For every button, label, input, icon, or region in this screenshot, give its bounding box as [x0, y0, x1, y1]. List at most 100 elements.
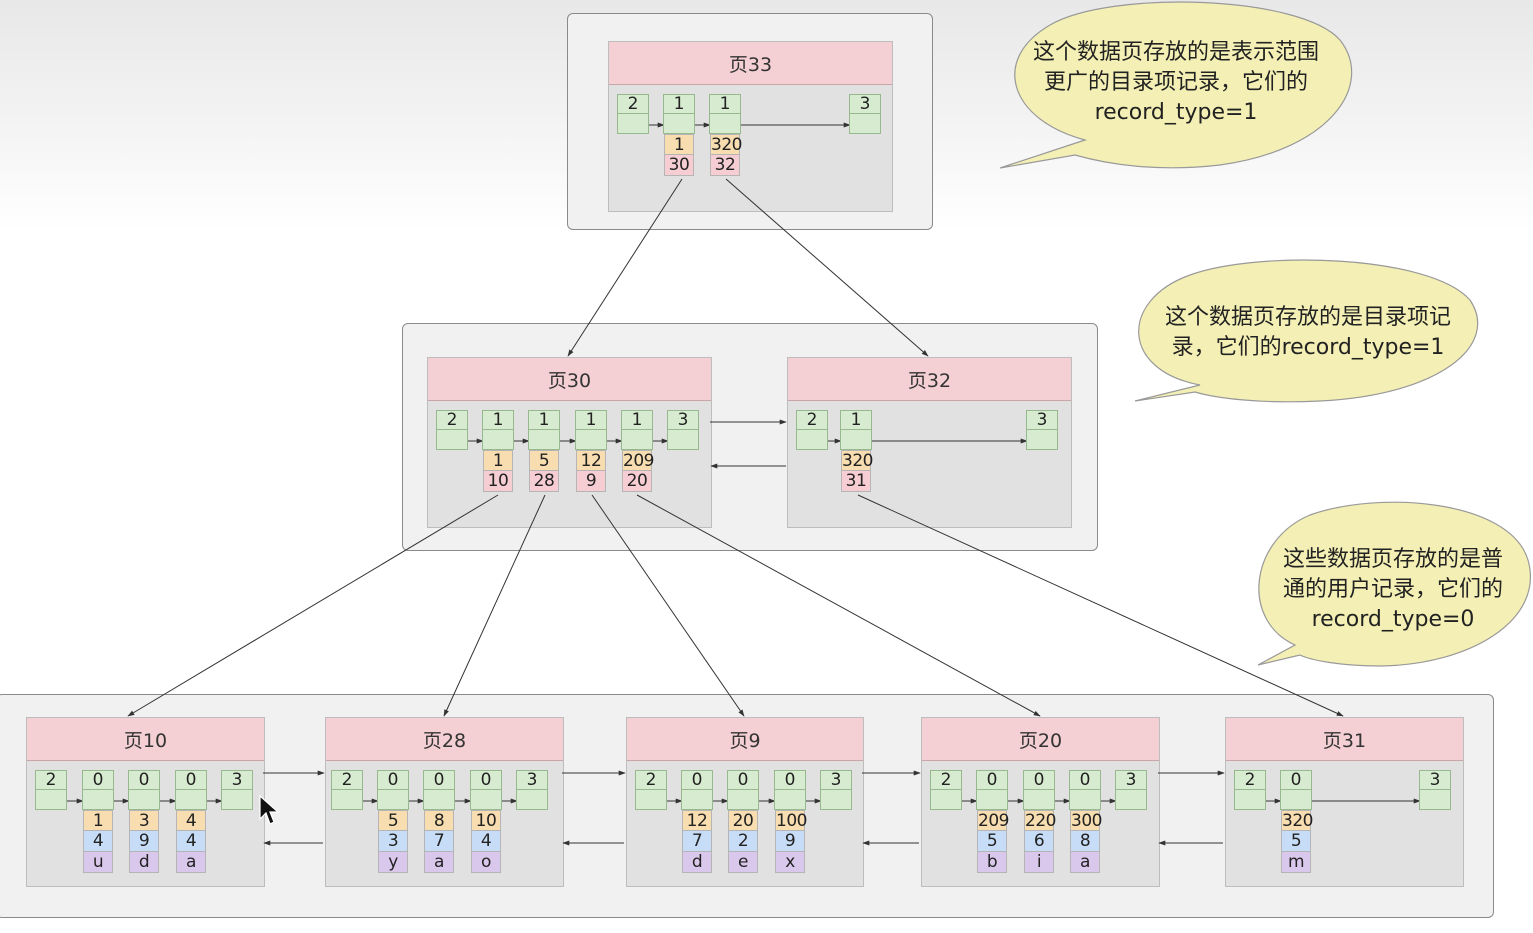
record-type: 2 — [1234, 770, 1266, 790]
callout-line: record_type=0 — [1311, 607, 1475, 632]
column-cell: 5 — [1281, 831, 1311, 852]
callout-text-mid: 这个数据页存放的是目录项记 录，它们的record_type=1 — [1138, 303, 1478, 363]
callout-bubble-bot — [1257, 501, 1531, 667]
next-record-pointer — [470, 790, 502, 810]
next-record-pointer — [1069, 790, 1101, 810]
next-record-pointer — [709, 114, 741, 134]
record-2: 2 — [436, 410, 468, 450]
next-record-pointer — [1026, 430, 1058, 450]
next-record-pointer — [423, 790, 455, 810]
primary-key-cell: 300 — [1070, 810, 1102, 831]
page-title: 页33 — [609, 42, 892, 85]
record-type: 3 — [849, 94, 881, 114]
column-cell: 9 — [129, 831, 159, 852]
callout-text-bot: 这些数据页存放的是普 通的用户记录，它们的 record_type=0 — [1263, 545, 1523, 635]
next-record-pointer — [1234, 790, 1266, 810]
record-type: 0 — [82, 770, 114, 790]
next-record-pointer — [663, 114, 695, 134]
primary-key-cell: 8 — [424, 810, 454, 831]
record-type: 1 — [482, 410, 514, 430]
callout-line: 更广的目录项记录，它们的 — [1043, 70, 1308, 95]
record-2: 2 — [331, 770, 363, 810]
record-type: 3 — [667, 410, 699, 430]
page-title: 页28 — [326, 718, 563, 761]
page-title: 页30 — [428, 358, 711, 401]
record-type: 3 — [1115, 770, 1147, 790]
record-2: 2 — [35, 770, 67, 810]
next-record-pointer — [727, 790, 759, 810]
primary-key-cell: 12 — [682, 810, 712, 831]
next-record-pointer — [1280, 790, 1312, 810]
next-record-pointer — [516, 790, 548, 810]
record-type: 0 — [175, 770, 207, 790]
callout-line: 通的用户记录，它们的 — [1282, 577, 1503, 602]
column-cell: 7 — [682, 831, 712, 852]
child-page-arrow — [857, 494, 1344, 717]
column-cell: 8 — [1070, 831, 1100, 852]
record-3: 3 — [849, 94, 881, 134]
next-record-pointer — [820, 790, 852, 810]
column-cell: a — [176, 852, 206, 873]
record-type: 1 — [621, 410, 653, 430]
next-record-pointer — [849, 114, 881, 134]
callout-line: 这个数据页存放的是表示范围 — [1032, 40, 1319, 65]
page-number-cell: 10 — [483, 471, 513, 492]
column-cell: d — [682, 852, 712, 873]
record-3: 3 — [667, 410, 699, 450]
primary-key-cell: 3 — [129, 810, 159, 831]
next-record-pointer — [1023, 790, 1055, 810]
page-title: 页31 — [1226, 718, 1463, 761]
record-type: 3 — [1419, 770, 1451, 790]
page-title: 页20 — [922, 718, 1159, 761]
child-page-arrow — [725, 178, 929, 357]
next-record-pointer — [482, 430, 514, 450]
next-record-pointer — [667, 430, 699, 450]
record-type: 0 — [681, 770, 713, 790]
record-type: 2 — [436, 410, 468, 430]
page-number-cell: 9 — [576, 471, 606, 492]
record-type: 2 — [331, 770, 363, 790]
primary-key-cell: 10 — [471, 810, 501, 831]
column-cell: 4 — [83, 831, 113, 852]
column-cell: d — [129, 852, 159, 873]
callout-line: record_type=1 — [1094, 100, 1258, 125]
record-type: 0 — [128, 770, 160, 790]
record-3: 3 — [1026, 410, 1058, 450]
next-record-pointer — [575, 430, 607, 450]
min-key-cell: 320 — [841, 450, 873, 471]
column-cell: 3 — [378, 831, 408, 852]
min-key-cell: 12 — [576, 450, 606, 471]
record-3: 3 — [516, 770, 548, 810]
column-cell: m — [1281, 852, 1311, 873]
record-type: 1 — [575, 410, 607, 430]
page-title: 页9 — [627, 718, 863, 761]
min-key-cell: 1 — [483, 450, 513, 471]
record-3: 3 — [1115, 770, 1147, 810]
record-type: 0 — [727, 770, 759, 790]
record-2: 2 — [930, 770, 962, 810]
callout-line: 录，它们的record_type=1 — [1171, 335, 1445, 360]
column-cell: e — [728, 852, 758, 873]
primary-key-cell: 320 — [1281, 810, 1313, 831]
column-cell: o — [471, 852, 501, 873]
min-key-cell: 320 — [710, 134, 742, 155]
column-cell: y — [378, 852, 408, 873]
column-cell: i — [1024, 852, 1054, 873]
column-cell: 4 — [176, 831, 206, 852]
page-title: 页32 — [788, 358, 1071, 401]
column-cell: x — [775, 852, 805, 873]
min-key-cell: 209 — [622, 450, 654, 471]
